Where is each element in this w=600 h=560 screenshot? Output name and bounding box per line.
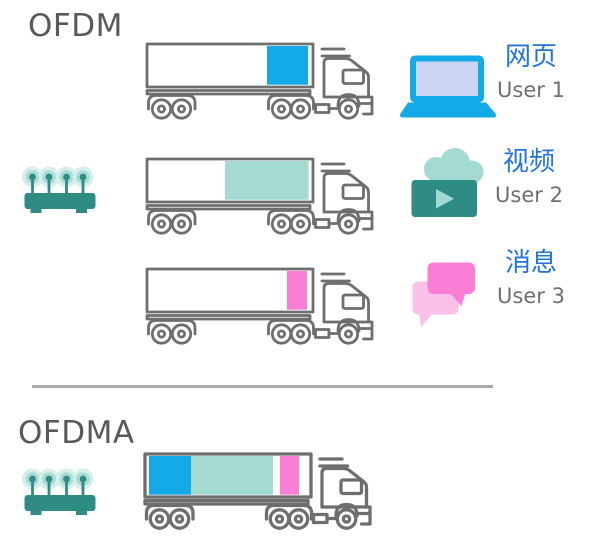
ofdma-router-icon xyxy=(22,467,98,517)
cab-window xyxy=(339,478,364,496)
truck-icon xyxy=(145,157,374,235)
play-triangle xyxy=(436,189,454,209)
drawbar-tank xyxy=(311,512,329,525)
trailer-fender xyxy=(144,503,195,521)
cargo-block xyxy=(191,456,273,495)
chat-bubble-front xyxy=(427,262,475,306)
drawbar-tank xyxy=(314,218,331,229)
chat-icon xyxy=(408,260,488,330)
rear-fender xyxy=(267,209,315,226)
service-label-message: 消息 xyxy=(504,248,557,278)
user2-labels: 视频 User 2 xyxy=(492,148,566,207)
ofdma-section-title: OFDMA xyxy=(18,415,135,451)
drawbar-tank xyxy=(314,328,331,339)
user2-label: User 2 xyxy=(495,182,563,207)
cargo-block xyxy=(225,161,309,200)
user3-labels: 消息 User 3 xyxy=(494,249,568,308)
user1-labels: 网页 User 1 xyxy=(494,43,568,102)
cab-window xyxy=(341,293,365,310)
rear-fender xyxy=(264,503,314,521)
section-divider xyxy=(32,385,493,388)
cargo-block xyxy=(149,456,191,495)
router-icon xyxy=(22,468,96,515)
cargo-blocks xyxy=(149,456,299,495)
user3-label: User 3 xyxy=(497,283,565,308)
ofdm-truck-user2 xyxy=(140,145,380,240)
trailer-rail xyxy=(145,204,312,211)
service-label-video: 视频 xyxy=(502,147,555,177)
truck-icon xyxy=(143,452,372,530)
cab-fender xyxy=(336,208,361,223)
cargo-blocks xyxy=(287,271,307,310)
cab-window xyxy=(341,183,365,200)
trailer-rail xyxy=(143,498,310,506)
cargo-block xyxy=(280,456,299,495)
cloud-shape xyxy=(424,148,484,184)
laptop-icon xyxy=(398,55,498,119)
video-icon xyxy=(408,148,500,220)
trailer-fender xyxy=(147,94,197,111)
ofdm-router-icon xyxy=(22,165,98,215)
ofdm-section-title: OFDM xyxy=(28,8,123,44)
cab-fender xyxy=(336,318,361,333)
cargo-block xyxy=(267,46,308,85)
ofdma-truck-combined xyxy=(138,440,378,535)
trailer-rail xyxy=(145,89,312,96)
ofdm-truck-user1 xyxy=(140,30,380,125)
cargo-blocks xyxy=(225,161,309,200)
trailer-fender xyxy=(147,319,197,336)
rear-fender xyxy=(267,319,315,336)
trailer-rail xyxy=(145,314,312,321)
rear-fender xyxy=(267,94,315,111)
cargo-blocks xyxy=(267,46,308,85)
cab-fender xyxy=(336,93,361,108)
cab-window xyxy=(341,68,365,85)
router-icon xyxy=(22,166,96,213)
truck-icon xyxy=(145,42,374,120)
router-body xyxy=(24,193,96,209)
cab-fender xyxy=(334,502,359,518)
router-body xyxy=(24,495,96,511)
ofdm-truck-user3 xyxy=(140,255,380,350)
user1-label: User 1 xyxy=(497,77,565,102)
trailer xyxy=(145,267,315,314)
truck-icon xyxy=(145,267,374,345)
service-label-web: 网页 xyxy=(504,42,557,72)
cargo-block xyxy=(287,271,307,310)
trailer-fender xyxy=(147,209,197,226)
drawbar-tank xyxy=(314,103,331,114)
